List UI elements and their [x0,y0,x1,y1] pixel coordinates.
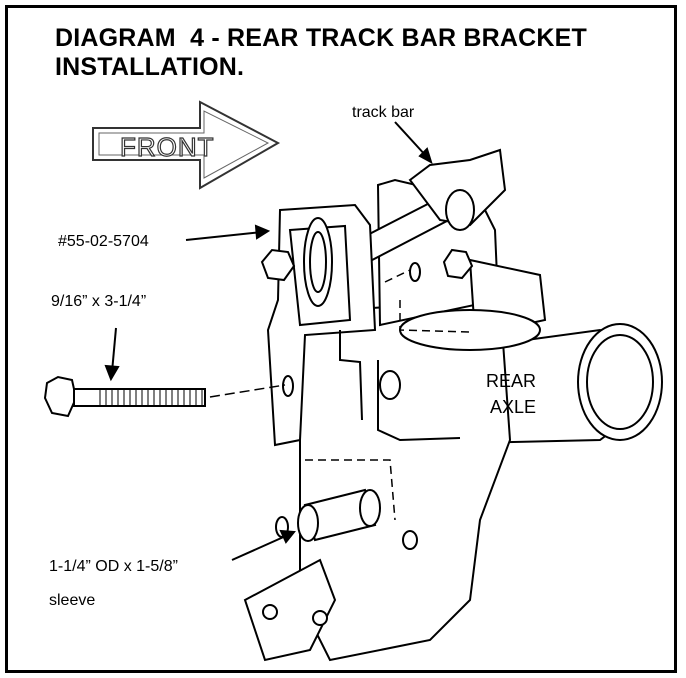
track-bar-label: track bar [352,104,415,121]
sleeve-icon [275,488,381,542]
front-arrow-icon: FRONT [92,100,281,190]
leader-arrows [104,121,433,561]
bolt-size-label: 9/16” x 3-1/4” [51,293,147,310]
bolt-icon [43,375,286,418]
title-line-2: INSTALLATION. [55,53,245,81]
title-line-1: DIAGRAM 4 - REAR TRACK BAR BRACKET [55,24,587,52]
diagram-title: DIAGRAM 4 - REAR TRACK BAR BRACKET INSTA… [55,24,587,82]
sleeve-label: sleeve [49,592,96,609]
rear-label: REAR [486,371,537,391]
front-arrow-text: FRONT [120,132,215,162]
hidden-lines [305,269,471,521]
axle-label: AXLE [490,397,537,417]
bracket-plate [266,203,377,447]
frame-rail [243,298,512,662]
nut-icon [260,248,474,282]
sleeve-size-label: 1-1/4” OD x 1-5/8” [49,558,178,575]
axle-clamp [339,330,461,442]
part-number-label: #55-02-5704 [58,233,149,250]
